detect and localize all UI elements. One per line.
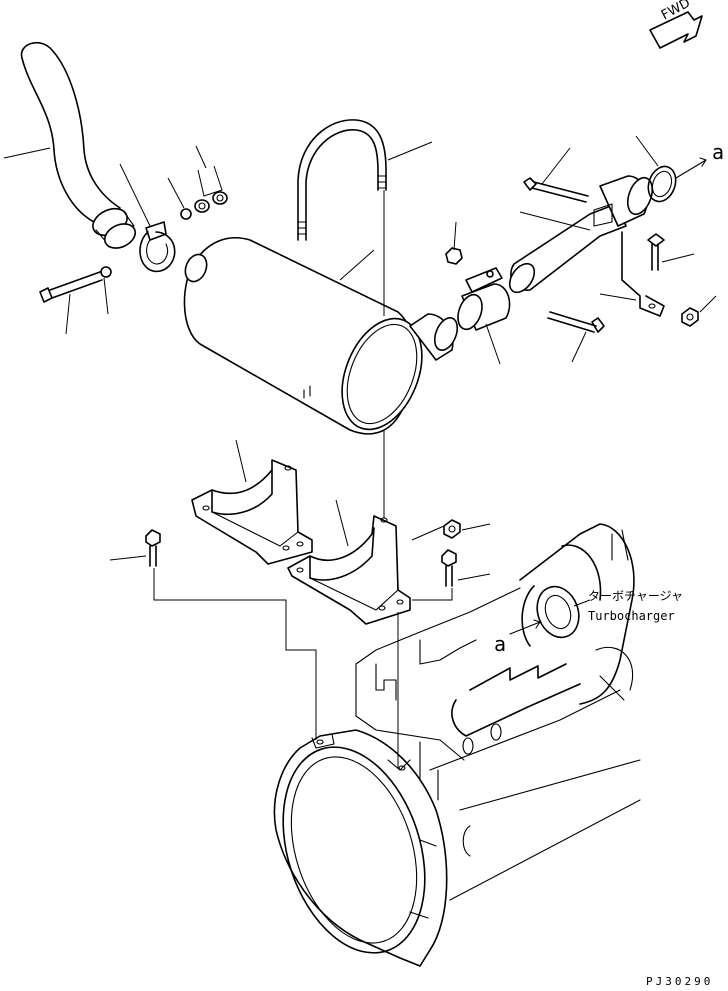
ref-arrow-turbo [509,619,541,635]
bracket-nut-right [443,519,461,539]
adapter-nut [445,247,463,265]
fwd-arrow-icon [649,11,703,49]
adapter-sleeve [457,267,511,331]
washer-nut-set [180,191,228,220]
flywheel-housing [273,729,448,967]
tube-bracket [621,231,665,317]
bolt-tube-lower [547,311,605,333]
engine-block [355,587,641,901]
muffler [183,237,459,435]
part-leader-lines [3,135,717,607]
drawing-code: PJ30290 [646,975,714,988]
pipe-clamp [139,221,176,273]
bolt-bracket-right [647,233,665,271]
turbocharger-label-jp: ターボチャージャ [588,589,684,603]
u-bolt [297,119,387,241]
turbocharger [519,523,635,705]
ref-label-a-top: a [712,140,725,164]
turbocharger-label-en: Turbocharger [588,609,675,623]
bracket-nut [681,307,699,327]
gasket-ring [647,165,677,203]
bracket-bolt-right [441,549,457,587]
assembly-center-lines [153,165,453,768]
outlet-tube [508,175,654,294]
ref-label-a-turbo: a [494,632,507,656]
ref-arrow-top [675,157,707,179]
bolt-tube-top [523,177,589,203]
exhaust-pipe-upper [20,41,137,249]
bracket-bolt-left [145,529,161,567]
mount-bracket-right [287,515,411,625]
long-bolt-left [39,266,112,303]
mount-bracket-left [191,459,313,565]
